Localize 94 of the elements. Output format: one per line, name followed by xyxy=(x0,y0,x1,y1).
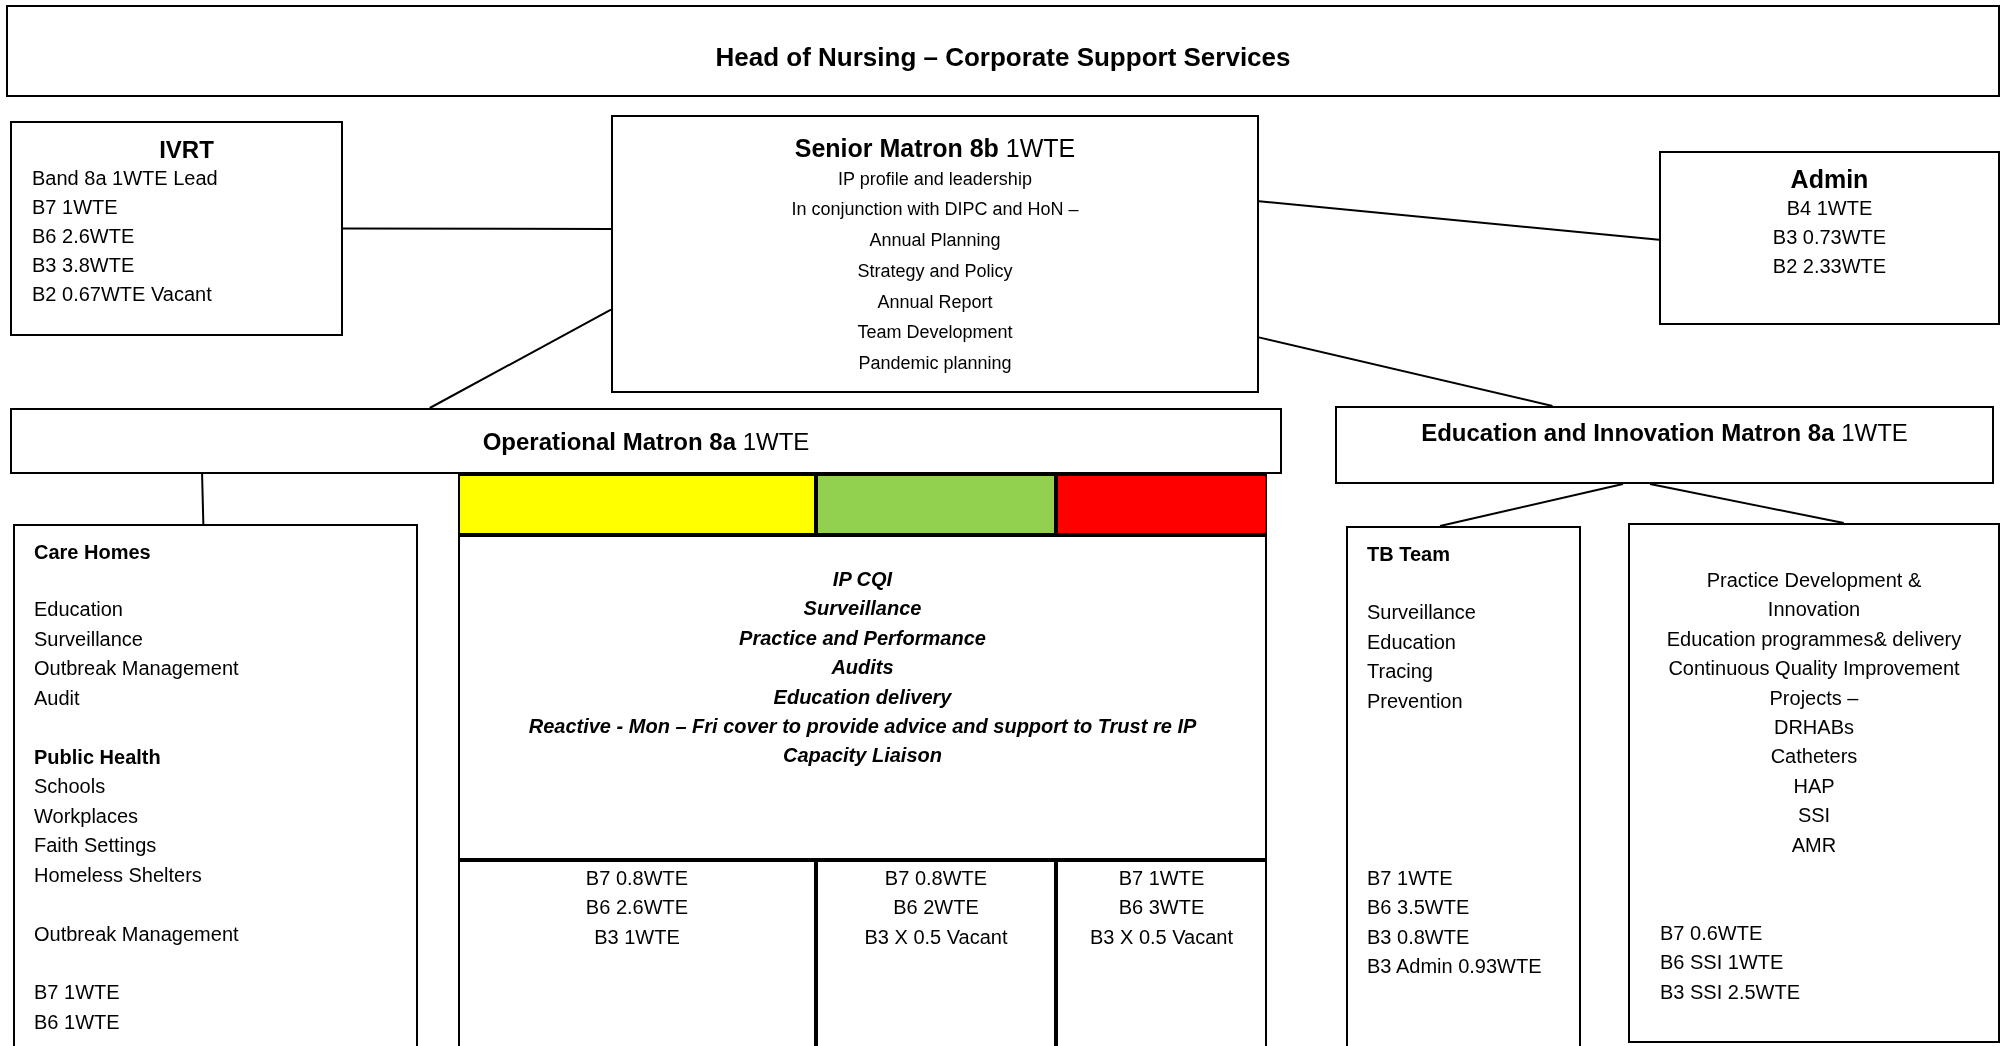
duty-line: Pandemic planning xyxy=(857,351,1013,375)
duty-line: Homeless Shelters xyxy=(34,862,203,888)
staff-line: B3 1WTE xyxy=(593,924,681,950)
duty-line: B3 0.8WTE xyxy=(1367,924,1471,950)
staff-line: B7 0.8WTE xyxy=(883,866,989,891)
duty-line: Prevention xyxy=(1367,688,1464,714)
role-title: Education and Innovation Matron 8a 1WTE xyxy=(1420,418,1909,448)
duty-line: AMR xyxy=(1790,832,1838,858)
duty-line: In conjunction with DIPC and HoN – xyxy=(790,198,1080,222)
heading: Admin xyxy=(1789,165,1870,194)
connector-line xyxy=(201,473,205,525)
duty-line: Education xyxy=(1367,629,1457,655)
duty-line: Audits xyxy=(830,655,895,681)
duty-line: Outbreak Management xyxy=(34,656,240,682)
duty-line: HAP xyxy=(1792,773,1836,799)
duty-line: B7 1WTE xyxy=(1367,866,1454,892)
team-box xyxy=(1346,526,1581,1046)
duty-line: B6 SSI 1WTE xyxy=(1660,950,1785,976)
staff-cell xyxy=(1056,860,1267,1046)
duties-box xyxy=(458,535,1267,860)
duty-line: DRHABs xyxy=(1773,715,1855,741)
status-bar xyxy=(458,474,816,535)
connector-line xyxy=(1258,336,1554,407)
staff-line: B2 0.67WTE Vacant xyxy=(32,282,213,307)
staff-line: B6 3WTE xyxy=(1117,895,1206,921)
staff-cell xyxy=(458,860,816,1046)
duty-line: Annual Report xyxy=(876,290,994,314)
staff-cell xyxy=(816,860,1056,1046)
duty-line: Education xyxy=(34,597,124,623)
duty-line: B6 3.5WTE xyxy=(1367,895,1471,921)
heading: Care Homes xyxy=(34,540,152,565)
connector-line xyxy=(428,308,612,409)
duty-line: Reactive - Mon – Fri cover to provide advice and support to Trust re IP xyxy=(527,714,1198,740)
status-bar xyxy=(816,474,1056,535)
duty-line: Education programmes& delivery xyxy=(1665,626,1963,652)
duty-line: B7 0.6WTE xyxy=(1660,921,1764,947)
staff-line: B2 2.33WTE xyxy=(1771,254,1888,279)
duty-line: SSI xyxy=(1796,803,1832,829)
staff-line: B3 X 0.5 Vacant xyxy=(863,924,1009,950)
duty-line: Education delivery xyxy=(772,684,953,710)
heading: Senior Matron 8b 1WTE xyxy=(793,133,1077,164)
duty-line: Team Development xyxy=(856,321,1014,345)
duty-line: Faith Settings xyxy=(34,833,158,859)
duty-line: B3 SSI 2.5WTE xyxy=(1660,979,1802,1005)
duty-line: Surveillance xyxy=(802,596,923,622)
duty-line: Annual Planning xyxy=(868,229,1002,253)
staff-line: B6 2.6WTE xyxy=(32,224,136,249)
duty-line: Tracing xyxy=(1367,659,1434,685)
staff-line: B3 X 0.5 Vacant xyxy=(1088,924,1235,950)
staff-line: B3 3.8WTE xyxy=(32,253,136,278)
staff-line: B7 0.8WTE xyxy=(584,866,690,891)
staff-line: B7 1WTE xyxy=(1117,866,1206,891)
staff-line: B7 1WTE xyxy=(32,195,119,220)
role-title: Operational Matron 8a 1WTE xyxy=(481,427,811,457)
team-box xyxy=(1628,523,2000,1043)
team-box xyxy=(10,121,343,336)
role-box xyxy=(10,408,1282,474)
team-box xyxy=(13,524,418,1046)
staff-line: B6 2WTE xyxy=(892,895,980,921)
connector-line xyxy=(1649,483,1845,524)
duty-line: IP CQI xyxy=(831,567,894,592)
duty-line: Catheters xyxy=(1769,744,1859,770)
duty-line: B3 Admin 0.93WTE xyxy=(1367,954,1543,980)
role-box xyxy=(1335,406,1994,484)
heading: IVRT xyxy=(158,135,215,164)
duty-line: Public Health xyxy=(34,745,162,771)
duty-line: Projects – xyxy=(1768,685,1860,711)
role-box xyxy=(611,115,1259,393)
duty-line: Workplaces xyxy=(34,803,140,829)
staff-line: Band 8a 1WTE Lead xyxy=(32,166,219,191)
duty-line: B6 1WTE xyxy=(34,1009,121,1035)
connector-line xyxy=(342,227,612,230)
duty-line: Surveillance xyxy=(34,626,144,652)
duty-line: Practice and Performance xyxy=(738,625,987,651)
connector-line xyxy=(1439,483,1624,527)
duty-line: Outbreak Management xyxy=(34,922,240,948)
staff-line: B4 1WTE xyxy=(1785,196,1874,221)
duty-line: IP profile and leadership xyxy=(837,167,1033,191)
duty-line: Practice Development & Innovation xyxy=(1705,568,1923,623)
staff-line: B6 2.6WTE xyxy=(584,895,690,921)
duty-line: B7 1WTE xyxy=(34,980,121,1006)
duty-line: Capacity Liaison xyxy=(782,743,943,769)
duty-line: Strategy and Policy xyxy=(856,259,1014,283)
duty-line: Continuous Quality Improvement xyxy=(1667,656,1961,682)
team-box xyxy=(1659,151,2000,325)
duty-line: Schools xyxy=(34,774,107,800)
heading: TB Team xyxy=(1367,542,1451,567)
heading: Head of Nursing – Corporate Support Services xyxy=(714,41,1292,73)
duty-line: Audit xyxy=(34,685,81,711)
duty-line: Surveillance xyxy=(1367,600,1477,626)
role-box xyxy=(6,5,2000,97)
status-bar xyxy=(1056,474,1267,535)
connector-line xyxy=(1258,200,1660,241)
staff-line: B3 0.73WTE xyxy=(1771,225,1888,250)
